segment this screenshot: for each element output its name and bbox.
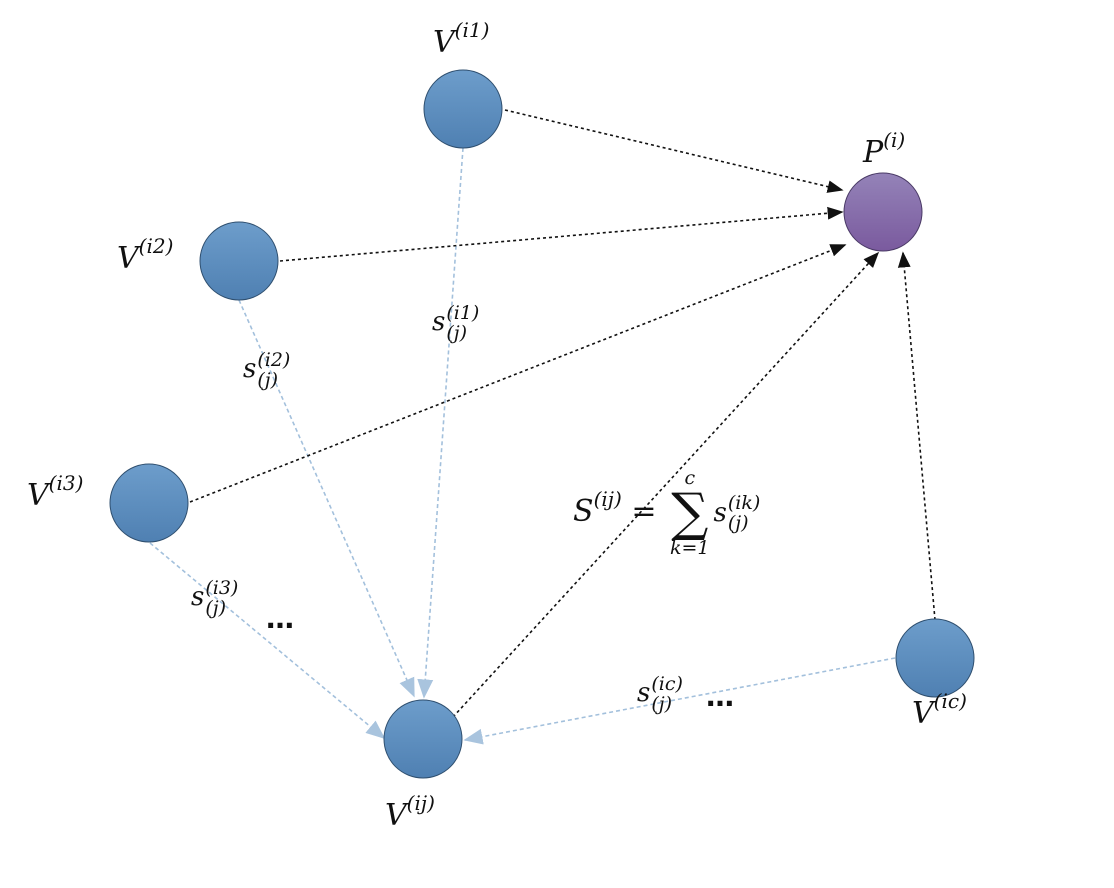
- edge-vic-p: [897, 251, 936, 621]
- edge-vic-vij: [463, 657, 896, 745]
- label-s-i2: s(i2)(j): [243, 350, 290, 390]
- edge-vi1-p: [504, 109, 844, 193]
- edge-vij-p: [452, 251, 880, 718]
- formula-lhs-sup: (ij): [593, 487, 622, 511]
- edge-vi3-vij: [149, 542, 386, 740]
- label-v-i3: V(i3): [27, 471, 83, 513]
- label-base: s: [243, 354, 257, 384]
- label-base: V: [117, 241, 139, 276]
- label-sup: (i1): [446, 302, 480, 324]
- node-v-i1: [423, 69, 503, 149]
- label-base: V: [433, 25, 455, 60]
- label-v-ic: V(ic): [912, 689, 967, 731]
- edge-vi1-vij: [417, 147, 464, 699]
- label-sup: (i2): [138, 234, 174, 258]
- edge-vi2-vij: [238, 299, 415, 698]
- ellipsis-left: …: [266, 602, 294, 635]
- label-sub: (j): [446, 322, 468, 344]
- node-p-i: [843, 172, 923, 252]
- label-base: s: [432, 307, 446, 337]
- label-base: s: [191, 582, 205, 612]
- label-v-i1: V(i1): [433, 18, 489, 60]
- label-sub: (j): [257, 369, 279, 391]
- sigma-symbol: ∑: [671, 483, 709, 543]
- label-sup: (i): [883, 128, 906, 152]
- formula-term-sub: (j): [727, 512, 749, 534]
- formula-term: s: [713, 498, 727, 528]
- label-p-i: P(i): [863, 128, 905, 170]
- label-base: s: [637, 678, 651, 708]
- label-sup: (i1): [454, 18, 490, 42]
- ellipsis-right: …: [706, 680, 734, 713]
- label-v-i2: V(i2): [117, 234, 173, 276]
- label-s-i1: s(i1)(j): [432, 303, 479, 343]
- label-base: V: [27, 478, 49, 513]
- node-v-i3: [109, 463, 189, 543]
- label-sup: (i3): [205, 577, 239, 599]
- label-sup: (ic): [933, 689, 967, 713]
- label-sup: (ic): [651, 673, 683, 695]
- sum-upper-limit: c: [684, 467, 696, 489]
- formula-lhs: S: [573, 494, 594, 529]
- formula-term-sup: (ik): [727, 492, 761, 514]
- label-base: V: [385, 798, 407, 833]
- label-sup: (i2): [257, 349, 291, 371]
- label-base: P: [863, 135, 884, 170]
- node-v-ij: [383, 699, 463, 779]
- label-sub: (j): [651, 693, 673, 715]
- node-v-ic: [895, 618, 975, 698]
- label-s-i3: s(i3)(j): [191, 578, 238, 618]
- node-v-i2: [199, 221, 279, 301]
- label-sup: (ij): [406, 791, 435, 815]
- label-v-ij: V(ij): [385, 791, 435, 833]
- sum-lower-limit: k=1: [670, 537, 710, 559]
- formula-equals: =: [631, 494, 657, 529]
- summation: c∑k=1: [670, 468, 710, 558]
- edge-vi2-p: [279, 206, 844, 262]
- label-base: V: [912, 696, 934, 731]
- label-sub: (j): [205, 597, 227, 619]
- label-sup: (i3): [48, 471, 84, 495]
- label-s-ic: s(ic)(j): [637, 674, 683, 714]
